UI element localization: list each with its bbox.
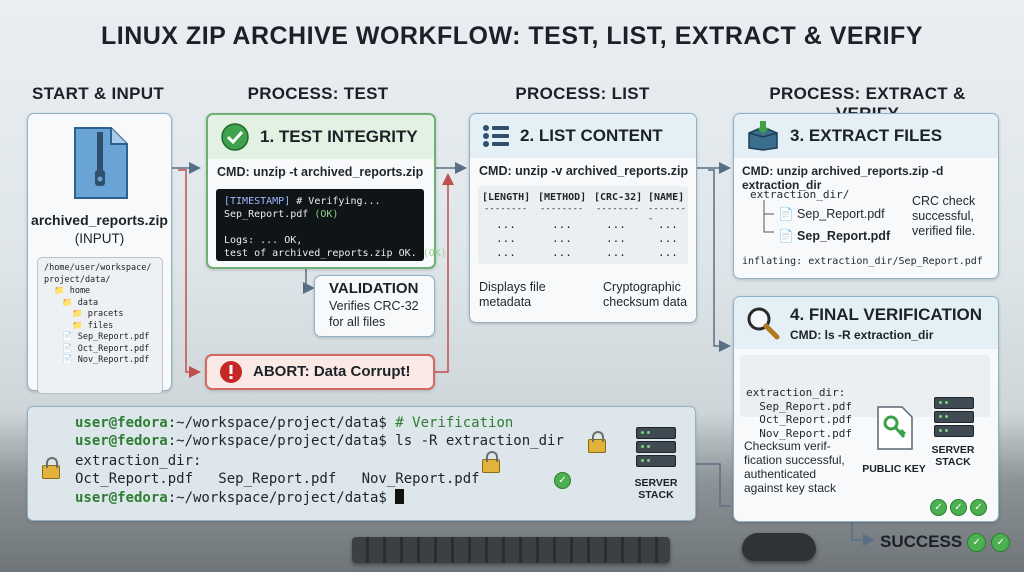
col-dots: ......... [496, 218, 516, 259]
magnifier-icon [747, 307, 780, 340]
extract-dir: extraction_dir/ [750, 188, 850, 201]
check-icon: ✓ [930, 499, 947, 516]
mouse [742, 533, 816, 561]
extract-header: 3. EXTRACT FILES [734, 114, 998, 158]
col-dots: ......... [552, 218, 572, 259]
test-terminal-output: [TIMESTAMP] # Verifying... Sep_Report.pd… [216, 189, 447, 261]
success-label: SUCCESS [880, 532, 963, 551]
col-dash: -------- [540, 204, 584, 214]
final-heading: 4. FINAL VERIFICATION [790, 304, 983, 324]
list-cmd: CMD: unzip -v archived_reports.zip [479, 164, 689, 178]
list-note-left: metadata [479, 295, 532, 309]
abort-card: ABORT: Data Corrupt! [205, 354, 435, 390]
final-note: Checksum verif-fication successful,authe… [744, 439, 845, 495]
inflating-line: inflating: extraction_dir/Sep_Report.pdf [742, 256, 983, 267]
list-note-left: Displays file [479, 280, 546, 294]
col-header: [METHOD] [538, 192, 587, 203]
terminal-line: user@fedora:~/workspace/project/data$ [75, 489, 405, 506]
final-cmd: CMD: ls -R extraction_dir [790, 327, 934, 342]
stage-test: PROCESS: TEST [247, 84, 389, 103]
download-box-icon [748, 121, 778, 151]
tree-item: 📁 pracets [72, 309, 124, 319]
input-sublabel: (INPUT) [74, 231, 125, 246]
col-header: [LENGTH] [482, 192, 531, 203]
server-icon [636, 427, 676, 469]
directory-tree: /home/user/workspace/ project/data/ 📁 ho… [37, 257, 163, 394]
col-dash: -------- [484, 204, 528, 214]
lock-icon [482, 451, 500, 473]
extract-heading: 3. EXTRACT FILES [790, 126, 943, 145]
terminal-line: user@fedora:~/workspace/project/data$ ls… [75, 433, 564, 449]
terminal-line: Oct_Report.pdf Sep_Report.pdf Nov_Report… [75, 471, 480, 487]
input-card: archived_reports.zip (INPUT) /home/user/… [27, 113, 172, 394]
check-icon: ✓ [967, 532, 987, 552]
list-table: [LENGTH] [METHOD] [CRC-32] [NAME] ------… [478, 186, 688, 264]
test-header: 1. TEST INTEGRITY [208, 115, 434, 159]
terminal-line: extraction_dir: [75, 453, 202, 469]
stage-list: PROCESS: LIST [515, 84, 650, 103]
list-note-right: Cryptographic [603, 280, 681, 294]
stage-start: START & INPUT [31, 84, 165, 103]
final-header: 4. FINAL VERIFICATION CMD: ls -R extract… [734, 297, 998, 349]
list-note-right: checksum data [603, 295, 688, 309]
zip-file-icon [74, 127, 128, 199]
list-card: 2. LIST CONTENT CMD: unzip -v archived_r… [469, 113, 697, 323]
check-icon: ✓ [970, 499, 987, 516]
validation-line: Verifies CRC-32 [329, 299, 419, 313]
alert-icon [220, 361, 242, 383]
terminal-line: user@fedora:~/workspace/project/data$ # … [75, 415, 514, 431]
abort-label: ABORT: Data Corrupt! [253, 363, 411, 380]
test-cmd: CMD: unzip -t archived_reports.zip [217, 165, 424, 179]
validation-card: VALIDATION Verifies CRC-32 for all files [314, 275, 435, 337]
test-heading: 1. TEST INTEGRITY [260, 127, 418, 146]
keyboard [352, 537, 670, 563]
validation-line: for all files [329, 315, 386, 329]
col-dots: ......... [658, 218, 678, 259]
lock-icon [588, 431, 606, 453]
list-icon [483, 125, 509, 147]
tree-item: 📄 Sep_Report.pdf [62, 332, 150, 342]
extract-file-row: 📄 Sep_Report.pdf [778, 207, 885, 221]
server-icon [934, 397, 974, 439]
tree-item: 📁 home [54, 286, 91, 296]
col-header: [CRC-32] [594, 192, 643, 203]
col-dash: -------- [596, 204, 640, 214]
public-key-label: PUBLIC KEY [862, 463, 926, 475]
tree-path-line: project/data/ [44, 274, 111, 285]
tree-item: 📄 Nov_Report.pdf [62, 355, 150, 365]
tree-item: 📁 files [72, 320, 114, 331]
input-filename: archived_reports.zip [31, 212, 168, 228]
lock-icon [42, 457, 60, 479]
final-card: 4. FINAL VERIFICATION CMD: ls -R extract… [733, 296, 999, 522]
col-dots: ......... [606, 218, 626, 259]
check-icon: ✓ [554, 472, 571, 489]
tree-connector [763, 200, 774, 233]
validation-title: VALIDATION [329, 280, 419, 297]
check-icon: ✓ [950, 499, 967, 516]
check-circle-icon [221, 123, 249, 151]
list-heading: 2. LIST CONTENT [520, 126, 663, 145]
extract-card: 3. EXTRACT FILES CMD: unzip archived_rep… [733, 113, 999, 279]
key-document-icon [877, 406, 913, 450]
tree-item: 📄 Oct_Report.pdf [62, 343, 150, 354]
col-header: [NAME] [648, 192, 685, 203]
terminal-cursor[interactable] [395, 489, 405, 504]
tree-item: 📁 data [62, 297, 99, 308]
extract-file-row: 📄 Sep_Report.pdf [778, 229, 891, 243]
list-header: 2. LIST CONTENT [470, 114, 696, 158]
tree-path-line: /home/user/workspace/ [44, 263, 152, 273]
final-check-badges: ✓ ✓ ✓ [930, 499, 987, 516]
page-title: LINUX ZIP ARCHIVE WORKFLOW: TEST, LIST, … [100, 22, 923, 50]
check-icon: ✓ [991, 532, 1011, 552]
col-dash: -------- [648, 204, 686, 224]
terminal-panel: user@fedora:~/workspace/project/data$ # … [27, 406, 696, 521]
test-card: 1. TEST INTEGRITY CMD: unzip -t archived… [206, 113, 447, 269]
success-badge: SUCCESS ✓ ✓ [880, 532, 1011, 552]
extract-cmd: CMD: unzip archived_reports.zip -d extra… [742, 164, 944, 192]
